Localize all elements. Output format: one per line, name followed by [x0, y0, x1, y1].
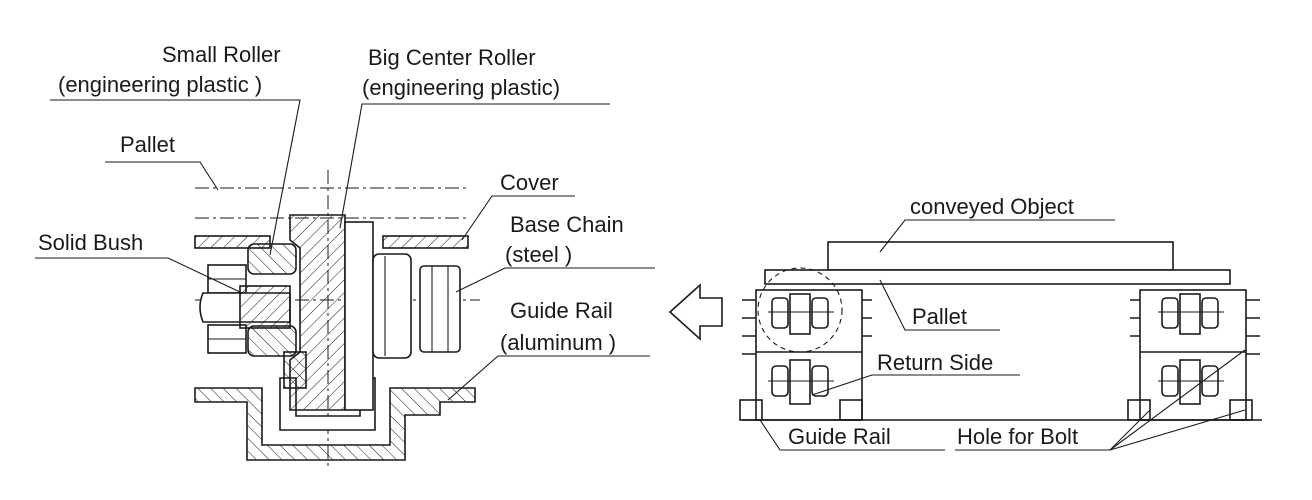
- solid-bush: [239, 285, 291, 329]
- leader-base-chain: [455, 267, 655, 293]
- small-roller-bottom: [283, 351, 307, 389]
- leader-cover: [461, 195, 575, 241]
- leader-pallet-left: [105, 161, 219, 191]
- right-frame-foot-b: [1229, 399, 1253, 421]
- left-upper-roller-a: [771, 297, 789, 329]
- leader-big-center-roller: [339, 103, 610, 229]
- left-frame-fins: [742, 299, 872, 355]
- label-return-side: Return Side: [877, 350, 993, 375]
- cover-plate-right: [382, 235, 469, 249]
- leader-hole-for-bolt-c: [1109, 409, 1246, 451]
- right-frame-profile: [1127, 289, 1260, 421]
- label-pallet-left: Pallet: [120, 132, 175, 157]
- label-base-chain: Base Chain: [510, 212, 624, 237]
- arrow-left-icon: [668, 283, 723, 341]
- base-chain-plate-outer: [419, 265, 461, 353]
- leader-hole-for-bolt-b: [1109, 349, 1246, 451]
- conveyed-object: [827, 241, 1174, 271]
- right-overview-view: conveyed Object Pallet Return Side Guide…: [739, 194, 1262, 451]
- label-small-roller-material: (engineering plastic ): [58, 72, 262, 97]
- label-guide-rail-left: Guide Rail: [510, 298, 613, 323]
- label-big-center-roller-material: (engineering plastic): [362, 75, 560, 100]
- label-base-chain-material: (steel ): [505, 242, 572, 267]
- right-upper-roller-b: [1201, 297, 1219, 329]
- left-frame-foot-a: [739, 399, 763, 421]
- guide-rail-section: [194, 387, 476, 461]
- small-roller-upper: [247, 243, 297, 275]
- left-upper-roller-b: [811, 297, 829, 329]
- right-upper-chain: [1179, 293, 1201, 335]
- label-small-roller: Small Roller: [162, 42, 281, 67]
- right-frame-body: [1139, 289, 1247, 421]
- left-frame-body: [755, 289, 863, 421]
- leader-conveyed-object: [879, 219, 1115, 253]
- left-return-chain: [789, 359, 811, 405]
- left-upper-chain: [789, 293, 811, 335]
- left-section-view: Small Roller (engineering plastic ) Big …: [35, 42, 655, 470]
- leader-return-side: [811, 374, 1020, 396]
- leader-small-roller: [50, 99, 301, 256]
- base-chain-plate-inner: [372, 253, 412, 359]
- right-return-chain: [1179, 359, 1201, 405]
- label-conveyed-object: conveyed Object: [910, 194, 1074, 219]
- label-pallet-right: Pallet: [912, 304, 967, 329]
- left-frame-profile: [739, 267, 872, 421]
- leader-solid-bush: [35, 257, 241, 293]
- left-frame-foot-b: [839, 399, 863, 421]
- label-guide-rail-right: Guide Rail: [788, 424, 891, 449]
- leader-guide-rail-left: [447, 355, 650, 401]
- pallet: [764, 269, 1231, 285]
- label-guide-rail-material: (aluminum ): [500, 330, 616, 355]
- leader-guide-rail-right: [759, 419, 945, 451]
- label-solid-bush: Solid Bush: [38, 230, 143, 255]
- leader-pallet-right: [879, 279, 1000, 331]
- big-center-roller-flange: [344, 221, 374, 411]
- right-frame-fins: [1130, 299, 1260, 355]
- label-cover: Cover: [500, 170, 559, 195]
- label-hole-for-bolt: Hole for Bolt: [957, 424, 1078, 449]
- label-big-center-roller: Big Center Roller: [368, 45, 536, 70]
- detail-circle: [757, 267, 843, 353]
- right-upper-roller-a: [1161, 297, 1179, 329]
- right-frame-foot-a: [1127, 399, 1151, 421]
